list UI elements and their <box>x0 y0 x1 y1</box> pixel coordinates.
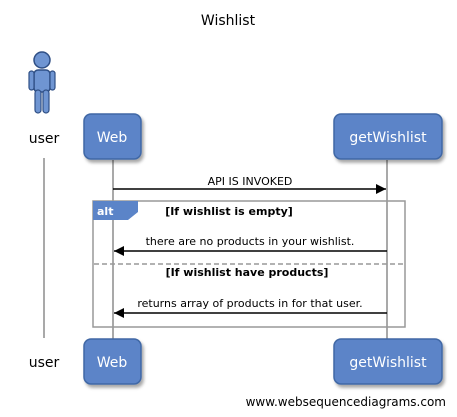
alt-condition-products: [If wishlist have products] <box>166 266 329 279</box>
alt-tag: alt <box>93 201 138 220</box>
person-icon <box>28 51 56 114</box>
alt-condition-empty: [If wishlist is empty] <box>165 205 293 218</box>
participant-getwishlist-label-bottom: getWishlist <box>349 355 427 371</box>
participant-web-bottom: Web <box>83 338 142 385</box>
diagram-title: Wishlist <box>201 13 256 29</box>
message-no-products-label: there are no products in your wishlist. <box>146 235 355 248</box>
footer-link[interactable]: www.websequencediagrams.com <box>246 395 446 409</box>
actor-label-bottom: user <box>29 355 60 371</box>
message-api-invoked-label: API IS INVOKED <box>208 175 293 188</box>
participant-web-label-bottom: Web <box>97 355 128 371</box>
participant-getwishlist-label: getWishlist <box>349 130 427 146</box>
participant-web-top: Web <box>83 113 142 160</box>
participant-web-label: Web <box>97 130 128 146</box>
actor-label-top: user <box>29 131 60 147</box>
participant-getwishlist-top: getWishlist <box>333 113 443 160</box>
participant-getwishlist-bottom: getWishlist <box>333 338 443 385</box>
message-returns-array-label: returns array of products in for that us… <box>137 297 362 310</box>
alt-tag-label: alt <box>97 205 113 218</box>
alt-frame <box>92 200 406 328</box>
